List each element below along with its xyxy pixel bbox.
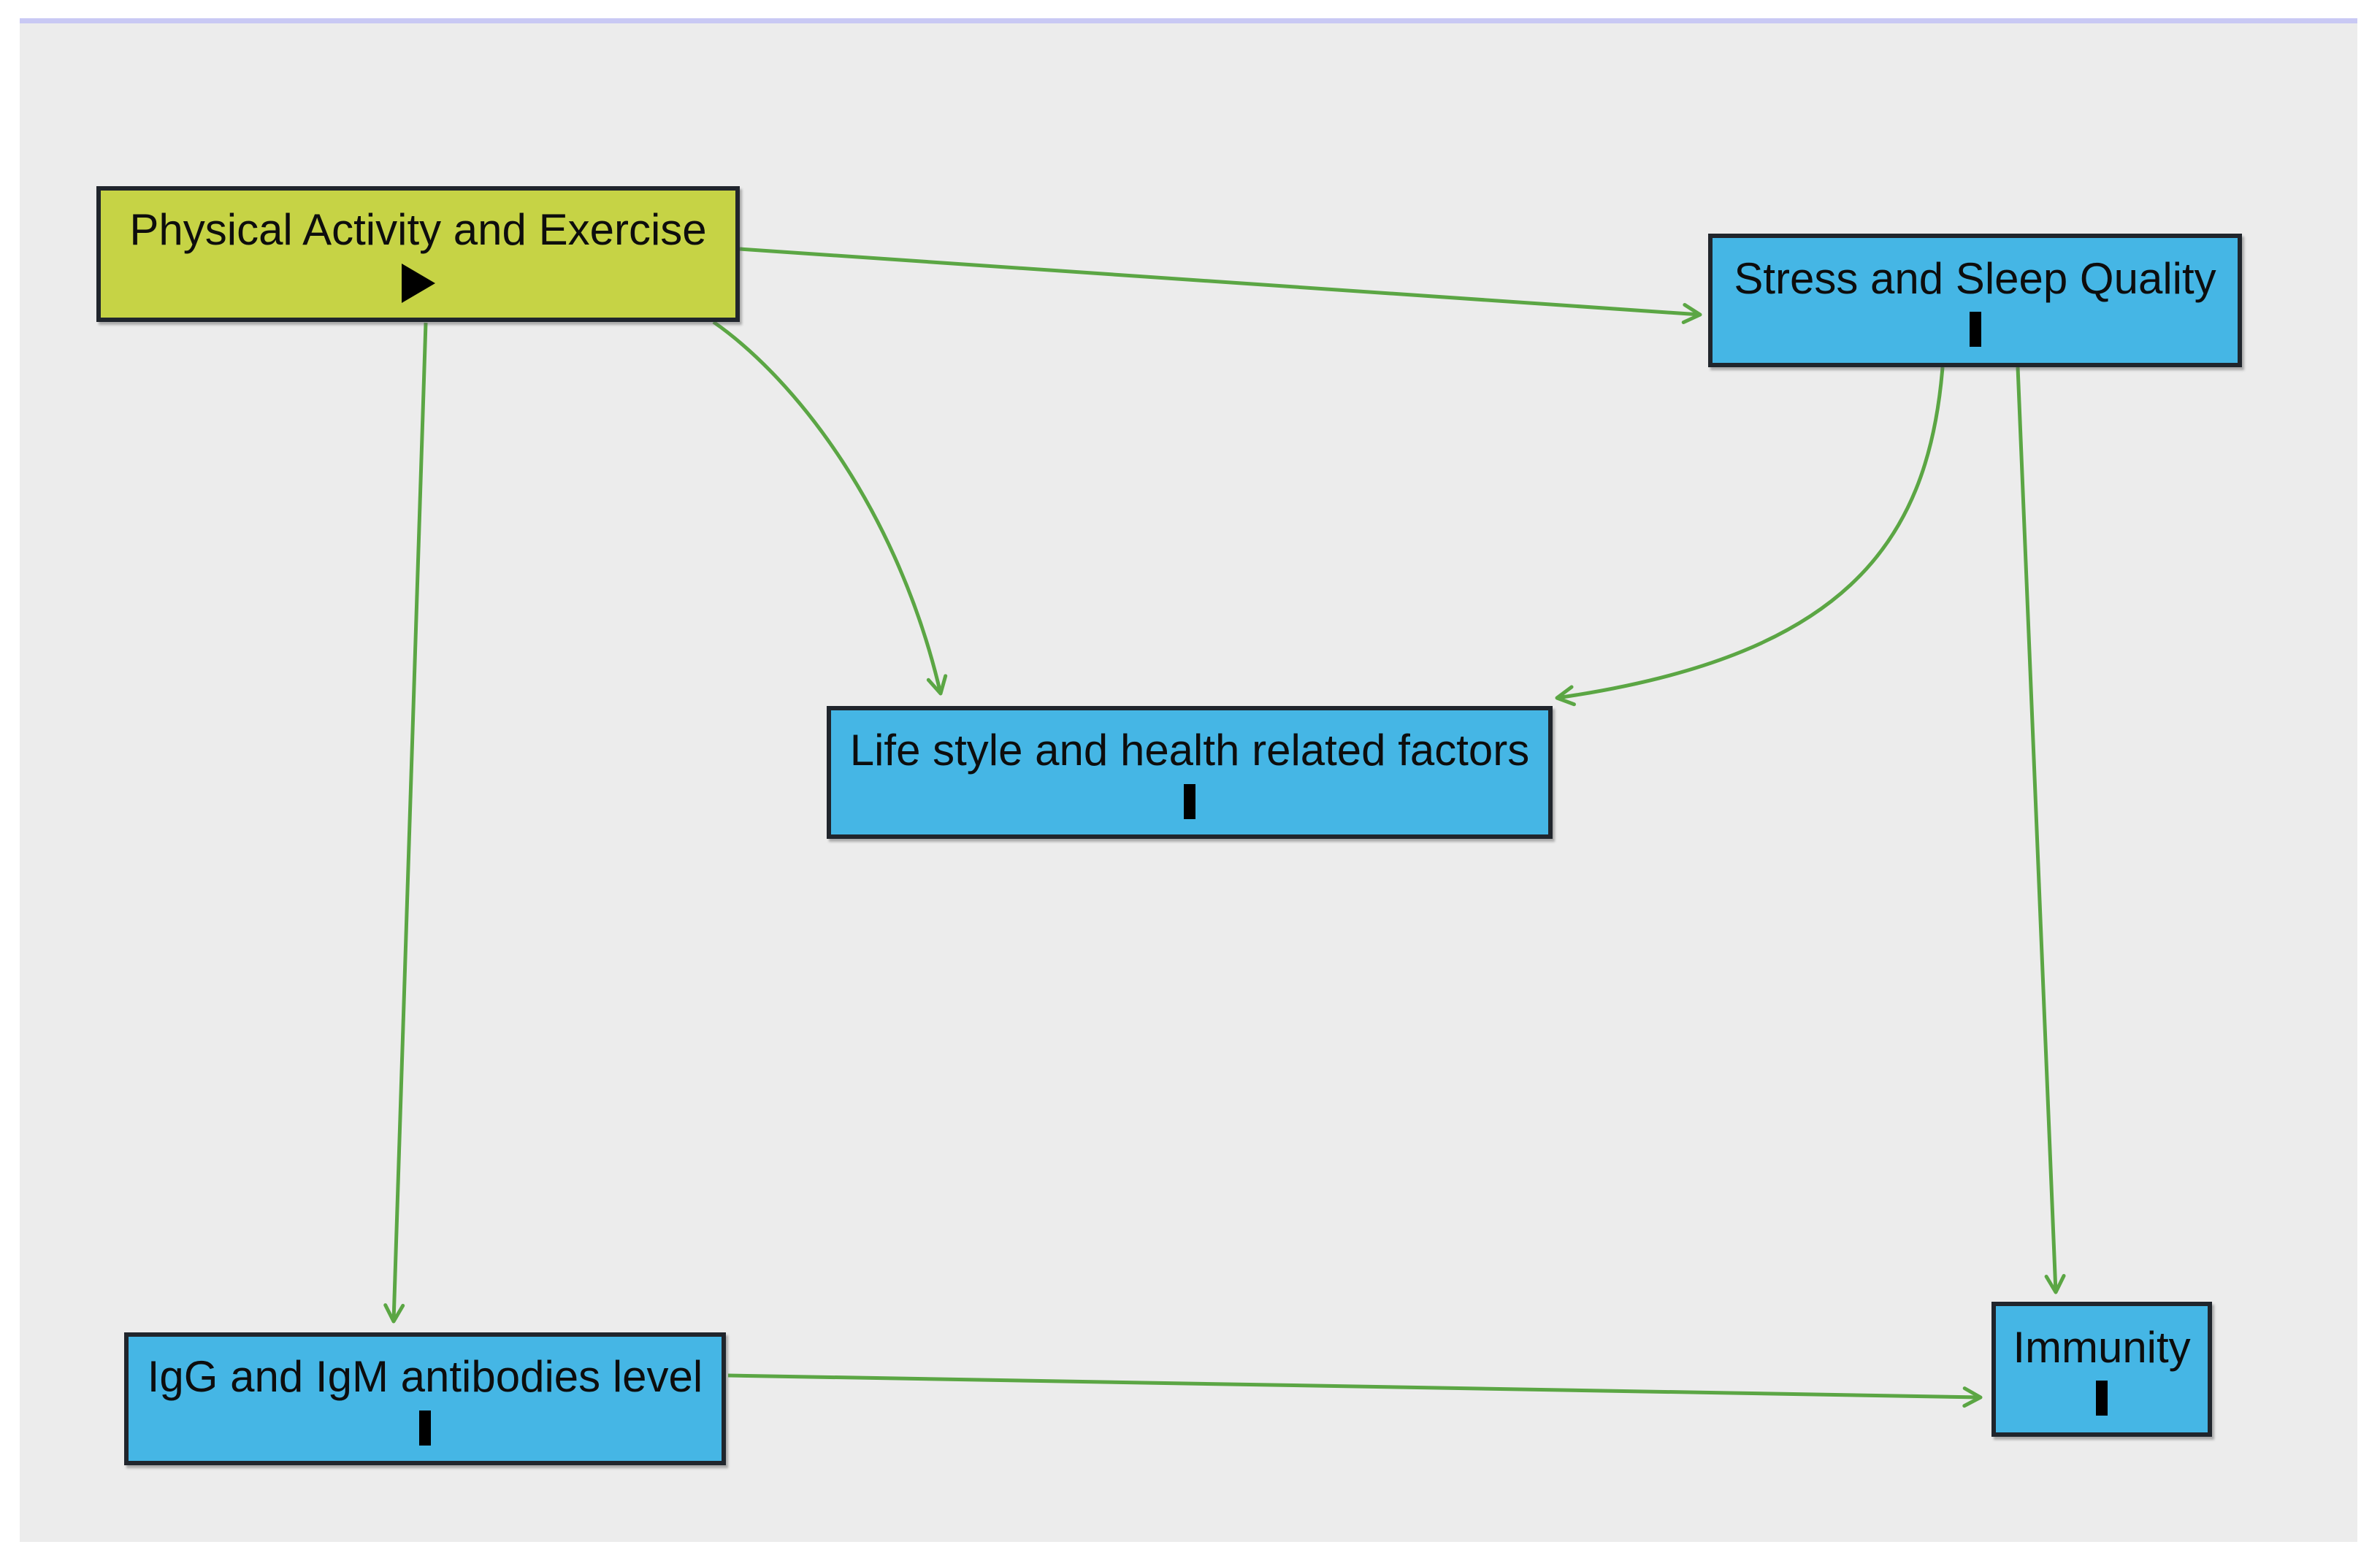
vertical-bar-icon xyxy=(1969,312,1981,348)
edge-physical-activity-to-stress-sleep[interactable] xyxy=(739,247,1702,324)
edge-stress-sleep-to-life-style[interactable] xyxy=(1555,366,1945,707)
vertical-bar-icon xyxy=(2096,1381,2108,1416)
node-immunity[interactable]: Immunity xyxy=(1991,1302,2212,1437)
node-label: Physical Activity and Exercise xyxy=(129,205,707,255)
node-stress-and-sleep-quality[interactable]: Stress and Sleep Quality xyxy=(1708,234,2242,367)
edge-igg-igm-to-immunity[interactable] xyxy=(727,1373,1983,1408)
vertical-bar-icon xyxy=(419,1410,431,1446)
node-igg-and-igm-antibodies-level[interactable]: IgG and IgM antibodies level xyxy=(124,1332,726,1465)
play-triangle-icon[interactable] xyxy=(401,263,435,303)
edge-stress-sleep-to-immunity[interactable] xyxy=(2016,366,2066,1294)
node-label: Stress and Sleep Quality xyxy=(1734,253,2216,303)
node-physical-activity-and-exercise[interactable]: Physical Activity and Exercise xyxy=(96,186,740,322)
node-label: Life style and health related factors xyxy=(849,726,1530,775)
edge-physical-activity-to-igg-igm[interactable] xyxy=(383,322,428,1324)
edge-physical-activity-to-life-style[interactable] xyxy=(712,320,948,696)
vertical-bar-icon xyxy=(1184,783,1195,819)
node-label: Immunity xyxy=(2013,1322,2191,1372)
node-label: IgG and IgM antibodies level xyxy=(147,1352,703,1402)
window-top-accent-bar xyxy=(20,18,2357,23)
node-life-style-and-health-related-factors[interactable]: Life style and health related factors xyxy=(827,706,1553,839)
